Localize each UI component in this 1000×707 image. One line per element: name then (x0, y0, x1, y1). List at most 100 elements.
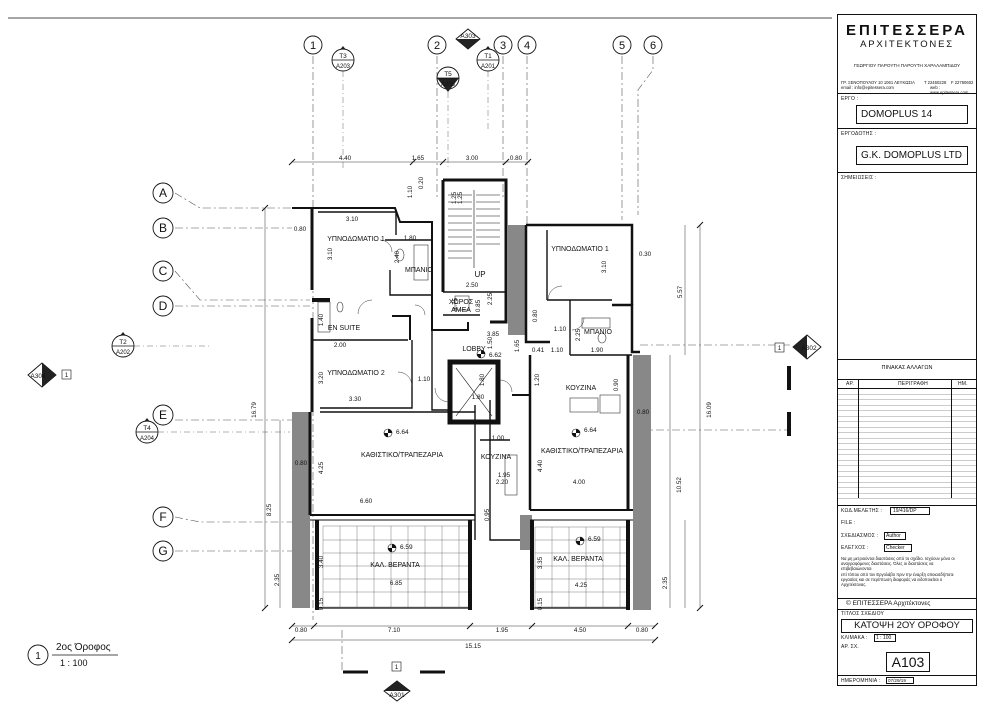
svg-text:2.00: 2.00 (334, 342, 347, 349)
drawn-by: Author (884, 532, 906, 540)
study-code: 19/416/DP (890, 507, 930, 515)
scale-value: 1 : 100 (874, 634, 896, 642)
room-veranda-left: ΚΑΛ. ΒΕΡΑΝΤΑ (370, 562, 420, 569)
room-living-right: ΚΑΘΙΣΤΙΚΟ/ΤΡΑΠΕΖΑΡΙΑ (541, 448, 623, 455)
firm-subtitle: ΑΡΧΙΤΕΚΤΟΝΕΣ (860, 39, 954, 50)
svg-text:2.20: 2.20 (496, 479, 509, 486)
svg-text:6.59: 6.59 (400, 544, 413, 551)
disclaimer-line: επί τόπου από τον Εργολάβο πριν την έναρ… (841, 571, 954, 577)
file-label: FILE : (841, 520, 856, 526)
svg-text:1: 1 (778, 346, 782, 352)
svg-text:2.35: 2.35 (662, 576, 669, 589)
room-bath-left: ΜΠΑΝΙΟ (405, 267, 434, 274)
date-label: ΗΜΕΡΟΜΗΝΙΑ : (841, 678, 881, 684)
grid-bubble-2 (427, 35, 447, 55)
checked-label: ΕΛΕΓΧΟΣ : (841, 545, 869, 551)
svg-text:0.80: 0.80 (636, 627, 649, 634)
sheet-label: ΑΡ. ΣΧ. (841, 644, 860, 650)
dimension-texts: 4.40 1.65 3.00 0.80 3.10 3.10 1.80 2.40 … (251, 155, 713, 650)
svg-text:A301: A301 (389, 692, 405, 699)
section-cut-lines (134, 71, 489, 433)
sheet-number: A103 (886, 652, 930, 672)
rev-col-date: ΗΜ. (958, 381, 968, 387)
svg-text:4.00: 4.00 (573, 479, 586, 486)
grid-label-G: G (158, 544, 167, 558)
firm-web: web : www.epitessera.com (930, 85, 969, 96)
section-tag-T1: T1 A201 (476, 46, 500, 72)
svg-text:3.85: 3.85 (487, 331, 500, 338)
room-lobby: LOBBY (462, 346, 486, 353)
svg-text:16.09: 16.09 (706, 402, 713, 418)
revisions-title: ΠΙΝΑΚΑΣ ΑΛΛΑΓΩΝ (881, 365, 933, 371)
walls (292, 178, 640, 610)
svg-text:1.10: 1.10 (554, 326, 567, 333)
scale-label: ΚΛΙΜΑΚΑ : (841, 635, 868, 641)
disclaimer-line: Να μη μετριούνται διαστάσεις από το σχέδ… (841, 556, 955, 561)
svg-text:1: 1 (65, 373, 69, 379)
svg-text:4.25: 4.25 (575, 582, 588, 589)
revisions-rows (838, 388, 976, 499)
door-swings (357, 239, 585, 403)
tb-divider (838, 598, 976, 599)
firm-partners: ΓΕΩΡΓΙΟΥ ΠΑΡΟΥΤΗ ΠΑΡΟΥΤΗ ΧΑΡΑΛΑΜΠΙΔΟΥ (853, 63, 961, 68)
svg-text:3.35: 3.35 (537, 556, 544, 569)
svg-text:15.15: 15.15 (465, 643, 481, 650)
firm-address: ΓΡ. ΞΕΝΟΠΟΥΛΟΥ 10 1061 ΛΕΥΚΩΣΙΑ (841, 80, 915, 85)
elevation-tag-A302: 1 A302 (774, 334, 822, 360)
svg-text:1.95: 1.95 (496, 627, 509, 634)
grid-label-2: 2 (434, 40, 440, 52)
svg-text:1.10: 1.10 (551, 347, 564, 354)
project-name: DOMOPLUS 14 (856, 105, 968, 124)
firm-fax: F 22760602 (951, 80, 974, 85)
svg-text:10.52: 10.52 (676, 477, 683, 493)
grid-row-bubbles (152, 182, 174, 562)
svg-text:0.90: 0.90 (613, 378, 620, 391)
section-tag-T2: T2 A202 (111, 332, 135, 358)
grid-column-bubbles (303, 35, 663, 55)
rev-col-desc: ΠΕΡΙΓΡΑΦΗ (898, 381, 928, 387)
disclaimer-line: Αρχιτέκτονας. (841, 582, 867, 588)
tb-divider (838, 359, 976, 360)
svg-text:T4: T4 (143, 425, 151, 432)
svg-text:2.25: 2.25 (487, 292, 494, 305)
svg-text:3.10: 3.10 (327, 247, 334, 260)
room-bedroom-2: ΥΠΝΟΔΩΜΑΤΙΟ 2 (327, 370, 385, 377)
client-label: ΕΡΓΟΔΟΤΗΣ : (841, 131, 877, 137)
grid-row-lines (174, 192, 790, 552)
grid-label-5: 5 (619, 40, 625, 52)
svg-text:0.95: 0.95 (484, 508, 491, 521)
disclaimer: Να μη μετριούνται διαστάσεις από το σχέδ… (841, 556, 975, 587)
svg-text:T5: T5 (444, 71, 452, 78)
grid-label-1: 1 (310, 40, 316, 52)
svg-text:2.35: 2.35 (274, 573, 281, 586)
svg-text:3.20: 3.20 (318, 371, 325, 384)
svg-text:1.80: 1.80 (404, 235, 417, 242)
svg-text:2.25: 2.25 (575, 328, 582, 341)
room-kitchen-right: ΚΟΥΖΙΝΑ (566, 385, 597, 392)
lift-cross (455, 367, 493, 417)
grid-label-D: D (159, 299, 168, 313)
svg-text:5.57: 5.57 (677, 285, 684, 298)
section-tag-T5: T5 A205 (436, 66, 460, 92)
copyright: © ΕΠΙΤΕΣΣΕΡΑ Αρχιτέκτονες (846, 600, 931, 607)
dimension-ticks (261, 158, 704, 644)
svg-text:4.25: 4.25 (318, 461, 325, 474)
svg-text:A201: A201 (481, 64, 496, 70)
stair-up-label: UP (474, 270, 485, 279)
svg-text:T1: T1 (484, 53, 492, 60)
rev-col-divider (858, 379, 859, 498)
view-title: 1 2ος Όροφος 1 : 100 (27, 642, 118, 668)
grid-column-lines (312, 56, 654, 672)
tb-divider (838, 128, 976, 129)
svg-text:2.40: 2.40 (394, 250, 401, 263)
svg-text:0.80: 0.80 (637, 409, 650, 416)
svg-text:1.00: 1.00 (492, 435, 505, 442)
checked-by: Checker (884, 544, 912, 552)
grid-label-3: 3 (500, 40, 506, 52)
grid-label-B: B (159, 221, 167, 235)
svg-text:1.10: 1.10 (407, 185, 414, 198)
drawing-title: ΚΑΤΟΨΗ 2ΟΥ ΟΡΟΦΟΥ (841, 619, 973, 633)
firm-phone: T 22460228 (924, 80, 947, 85)
svg-text:6.64: 6.64 (584, 427, 597, 434)
room-veranda-right: ΚΑΛ. ΒΕΡΑΝΤΑ (553, 556, 603, 563)
